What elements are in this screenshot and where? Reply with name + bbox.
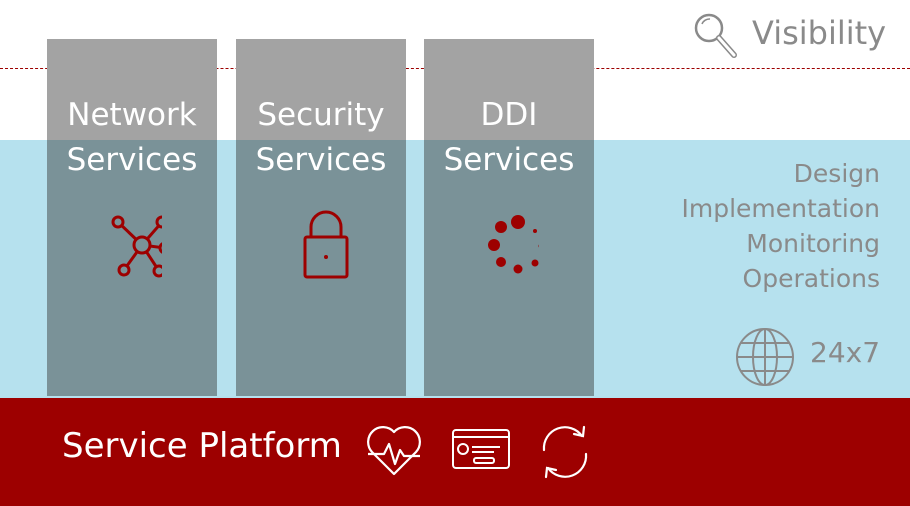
availability-label: 24x7 [810,336,881,369]
padlock-icon [303,210,349,279]
ddi-services-column: DDI Services [424,39,594,396]
column-title-line2: Services [66,142,198,178]
lifecycle-item-design: Design [793,159,880,188]
magnifier-icon [694,13,737,58]
visibility-header: Visibility [690,8,890,62]
refresh-cycle-icon [542,425,588,479]
heartbeat-icon [367,426,421,476]
network-hub-icon [111,215,162,278]
network-services-column: Network Services [47,39,217,396]
column-title-line1: DDI [480,97,538,133]
platform-band [0,398,910,506]
globe-icon [736,328,794,386]
column-title-line1: Security [257,97,385,133]
column-title-line2: Services [255,142,387,178]
visibility-label: Visibility [752,14,887,52]
lifecycle-item-operations: Operations [742,264,880,293]
lifecycle-item-implementation: Implementation [681,194,880,223]
service-platform-label: Service Platform [62,426,342,466]
dotted-spinner-icon [488,215,539,274]
security-services-column: Security Services [236,39,406,396]
id-card-icon [452,429,510,469]
column-title-line2: Services [443,142,575,178]
lifecycle-list: Design Implementation Monitoring Operati… [681,156,880,296]
column-title-line1: Network [67,97,197,133]
lifecycle-item-monitoring: Monitoring [746,229,880,258]
